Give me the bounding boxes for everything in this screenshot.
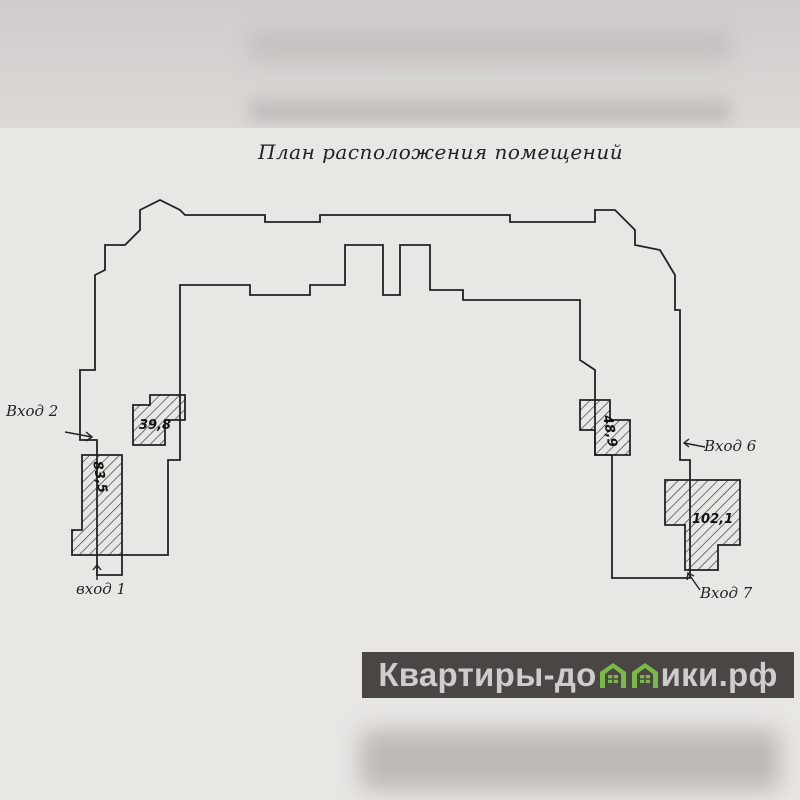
entrance-2-label: Вход 2: [6, 402, 59, 420]
room-83-5[interactable]: [71, 454, 123, 556]
room-102-1[interactable]: [664, 479, 741, 571]
house-icon: [631, 663, 658, 688]
area-label: 102,1: [692, 512, 734, 527]
blurred-background-top: [0, 0, 800, 130]
building-outline: [79, 198, 691, 579]
watermark-text-start: Квартиры-до: [378, 656, 597, 693]
room-48-9[interactable]: [579, 399, 631, 456]
watermark-text-end: ики.рф: [660, 656, 778, 693]
plan-title: План расположения помещений: [258, 140, 624, 164]
entrance-6-label: Вход 6: [704, 437, 757, 455]
arrow-icon: [64, 431, 706, 591]
entrance-1-label: вход 1: [76, 580, 127, 598]
room-39-8[interactable]: [132, 394, 186, 446]
entrance-7-label: Вход 7: [700, 584, 753, 602]
blurred-background-bottom: [360, 730, 780, 790]
house-icon: [599, 663, 626, 688]
area-label: 39,8: [139, 418, 172, 433]
watermark-banner: Квартиры-до ики.рф: [362, 652, 794, 698]
